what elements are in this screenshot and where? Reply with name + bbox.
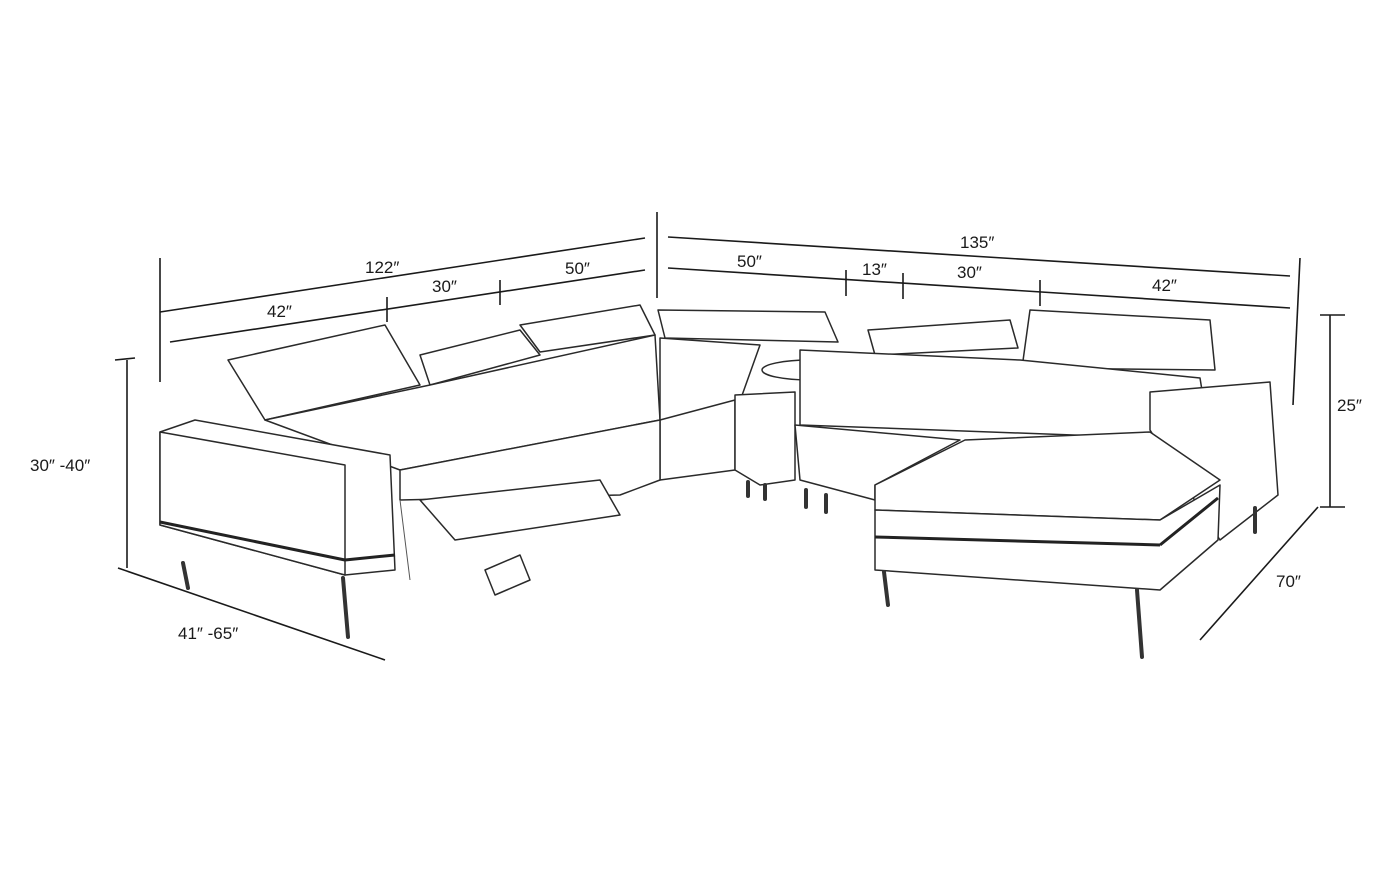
leg: [341, 576, 350, 639]
headrest: [419, 329, 541, 386]
footrest-end: [484, 554, 531, 596]
headrest: [867, 319, 1019, 356]
right-seg-3-label: 30″: [957, 263, 982, 282]
left-total-line: [159, 237, 646, 313]
right-total-line: [667, 236, 1291, 277]
trim: [344, 553, 396, 562]
mechanism: [399, 499, 411, 581]
left-seg-1-label: 42″: [267, 302, 292, 321]
left-seg-2-label: 30″: [432, 277, 457, 296]
right-seg-2-label: 13″: [862, 260, 887, 279]
right-segments-line: [667, 267, 1291, 309]
chaise-depth-label: 70″: [1276, 572, 1301, 591]
leg: [882, 570, 890, 607]
console: [734, 391, 796, 486]
right-extent-line: [1292, 257, 1301, 406]
leg: [181, 561, 190, 590]
tick: [114, 357, 136, 361]
seat-height-label: 30″ -40″: [30, 456, 91, 475]
footrest: [419, 479, 621, 541]
trim: [159, 520, 346, 562]
left-seg-3-label: 50″: [565, 259, 590, 278]
trim: [1159, 496, 1219, 547]
arm-height-label: 25″: [1337, 396, 1362, 415]
leg: [1135, 588, 1144, 659]
trim: [874, 535, 1161, 547]
arm-left-face: [159, 431, 346, 576]
chaise-base: [874, 484, 1221, 591]
right-seg-1-label: 50″: [737, 252, 762, 271]
right-total-label: 135″: [960, 233, 995, 252]
left-segments-line: [169, 269, 646, 343]
headrest-corner: [657, 309, 839, 343]
left-total-label: 122″: [365, 258, 400, 277]
headrest: [1021, 309, 1216, 371]
headrest: [227, 324, 421, 421]
chaise-depth-line: [1199, 506, 1319, 641]
right-seg-4-label: 42″: [1152, 276, 1177, 295]
dimension-lines: [114, 212, 1345, 661]
recline-depth-line: [117, 567, 386, 661]
sofa-sketch: [159, 304, 1279, 659]
arm-right: [1149, 381, 1279, 541]
recline-depth-label: 41″ -65″: [178, 624, 239, 643]
